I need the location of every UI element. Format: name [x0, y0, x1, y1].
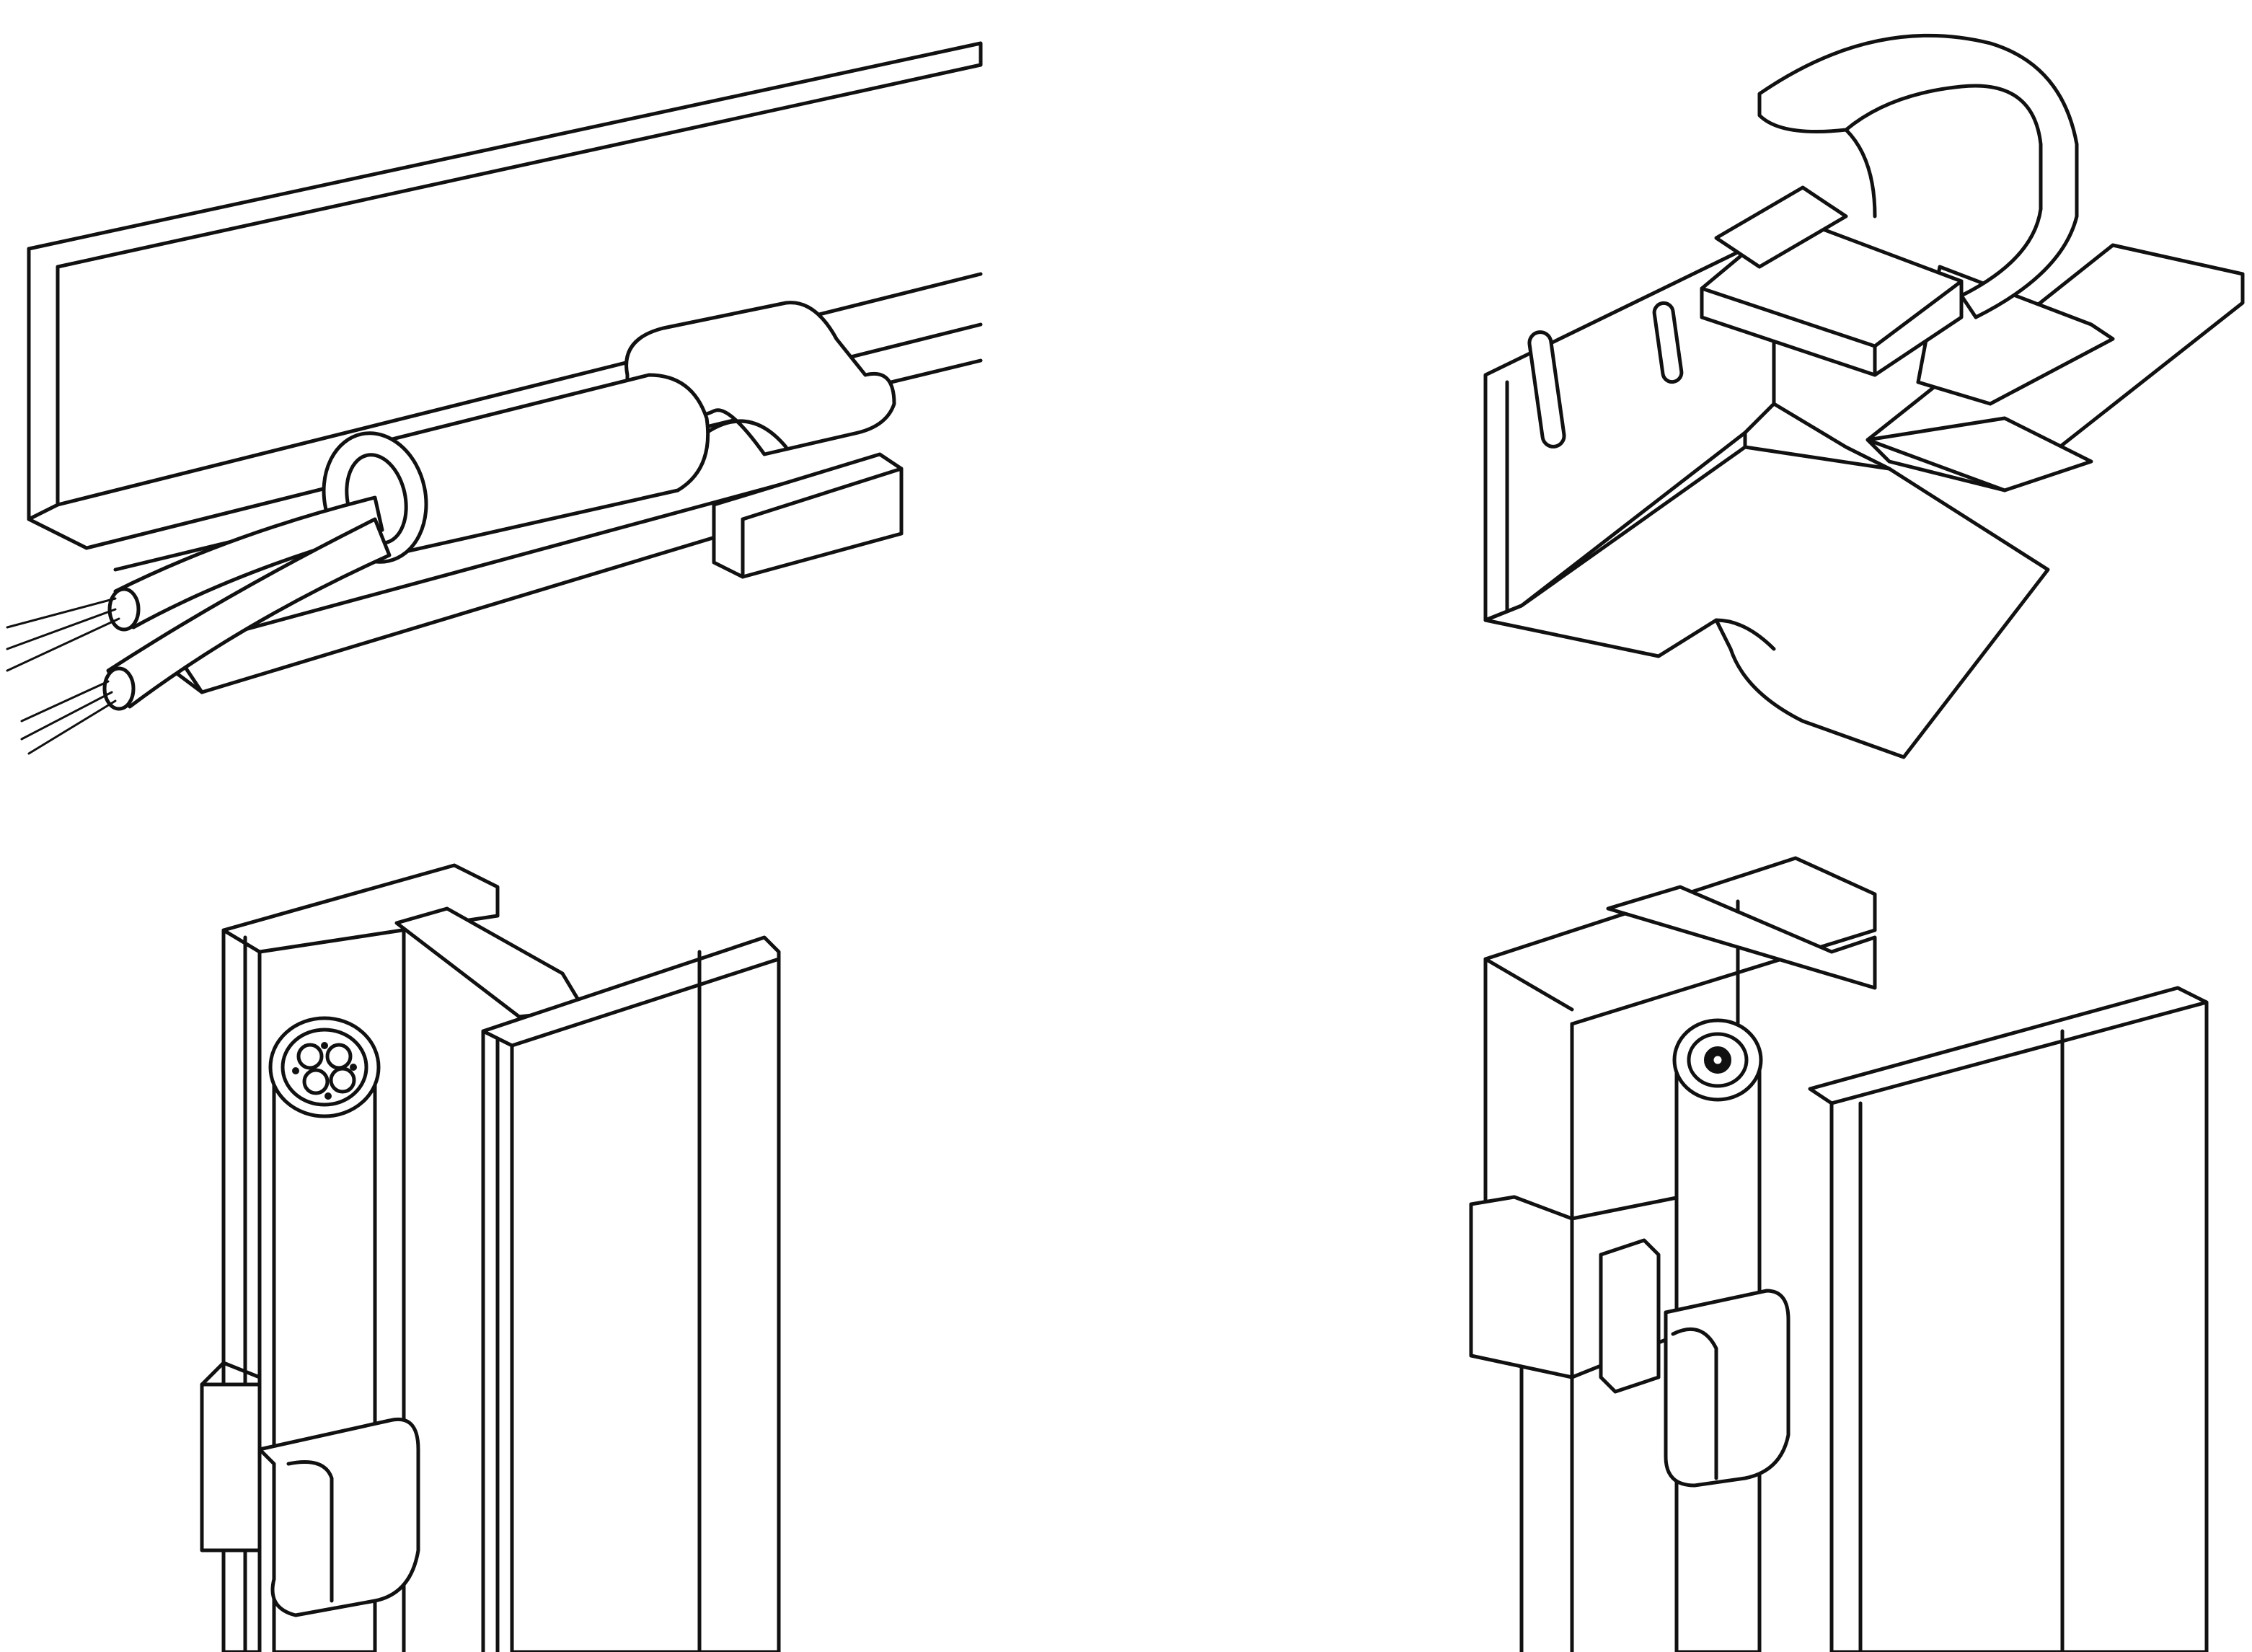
cable-upper	[113, 495, 384, 630]
post-multicore-drawing	[200, 863, 781, 1652]
panel-post-multicore	[180, 829, 829, 1652]
cable-sleeve	[358, 373, 710, 557]
rail-cable-clip-drawing	[6, 41, 983, 755]
channel-clip-drawing	[1483, 33, 2245, 759]
post-right-face	[1808, 986, 2209, 1652]
channel-floor	[1483, 445, 2050, 759]
panel-channel-clip	[1442, 0, 2252, 793]
slot-2	[1652, 301, 1684, 384]
post-top	[221, 863, 500, 954]
cable-lower	[106, 517, 392, 709]
slot-1	[1527, 330, 1566, 449]
panel-rail-cable-clip	[0, 0, 1010, 793]
clip-band	[200, 1382, 262, 1552]
spring-clip	[257, 1418, 420, 1617]
panel-post-coaxial	[1428, 829, 2252, 1652]
post-right-face	[481, 935, 781, 1652]
post-coaxial-drawing	[1469, 856, 2209, 1652]
spring-clip	[1664, 1289, 1790, 1488]
cable-end	[268, 1016, 381, 1118]
spring-bow	[1757, 33, 2079, 319]
